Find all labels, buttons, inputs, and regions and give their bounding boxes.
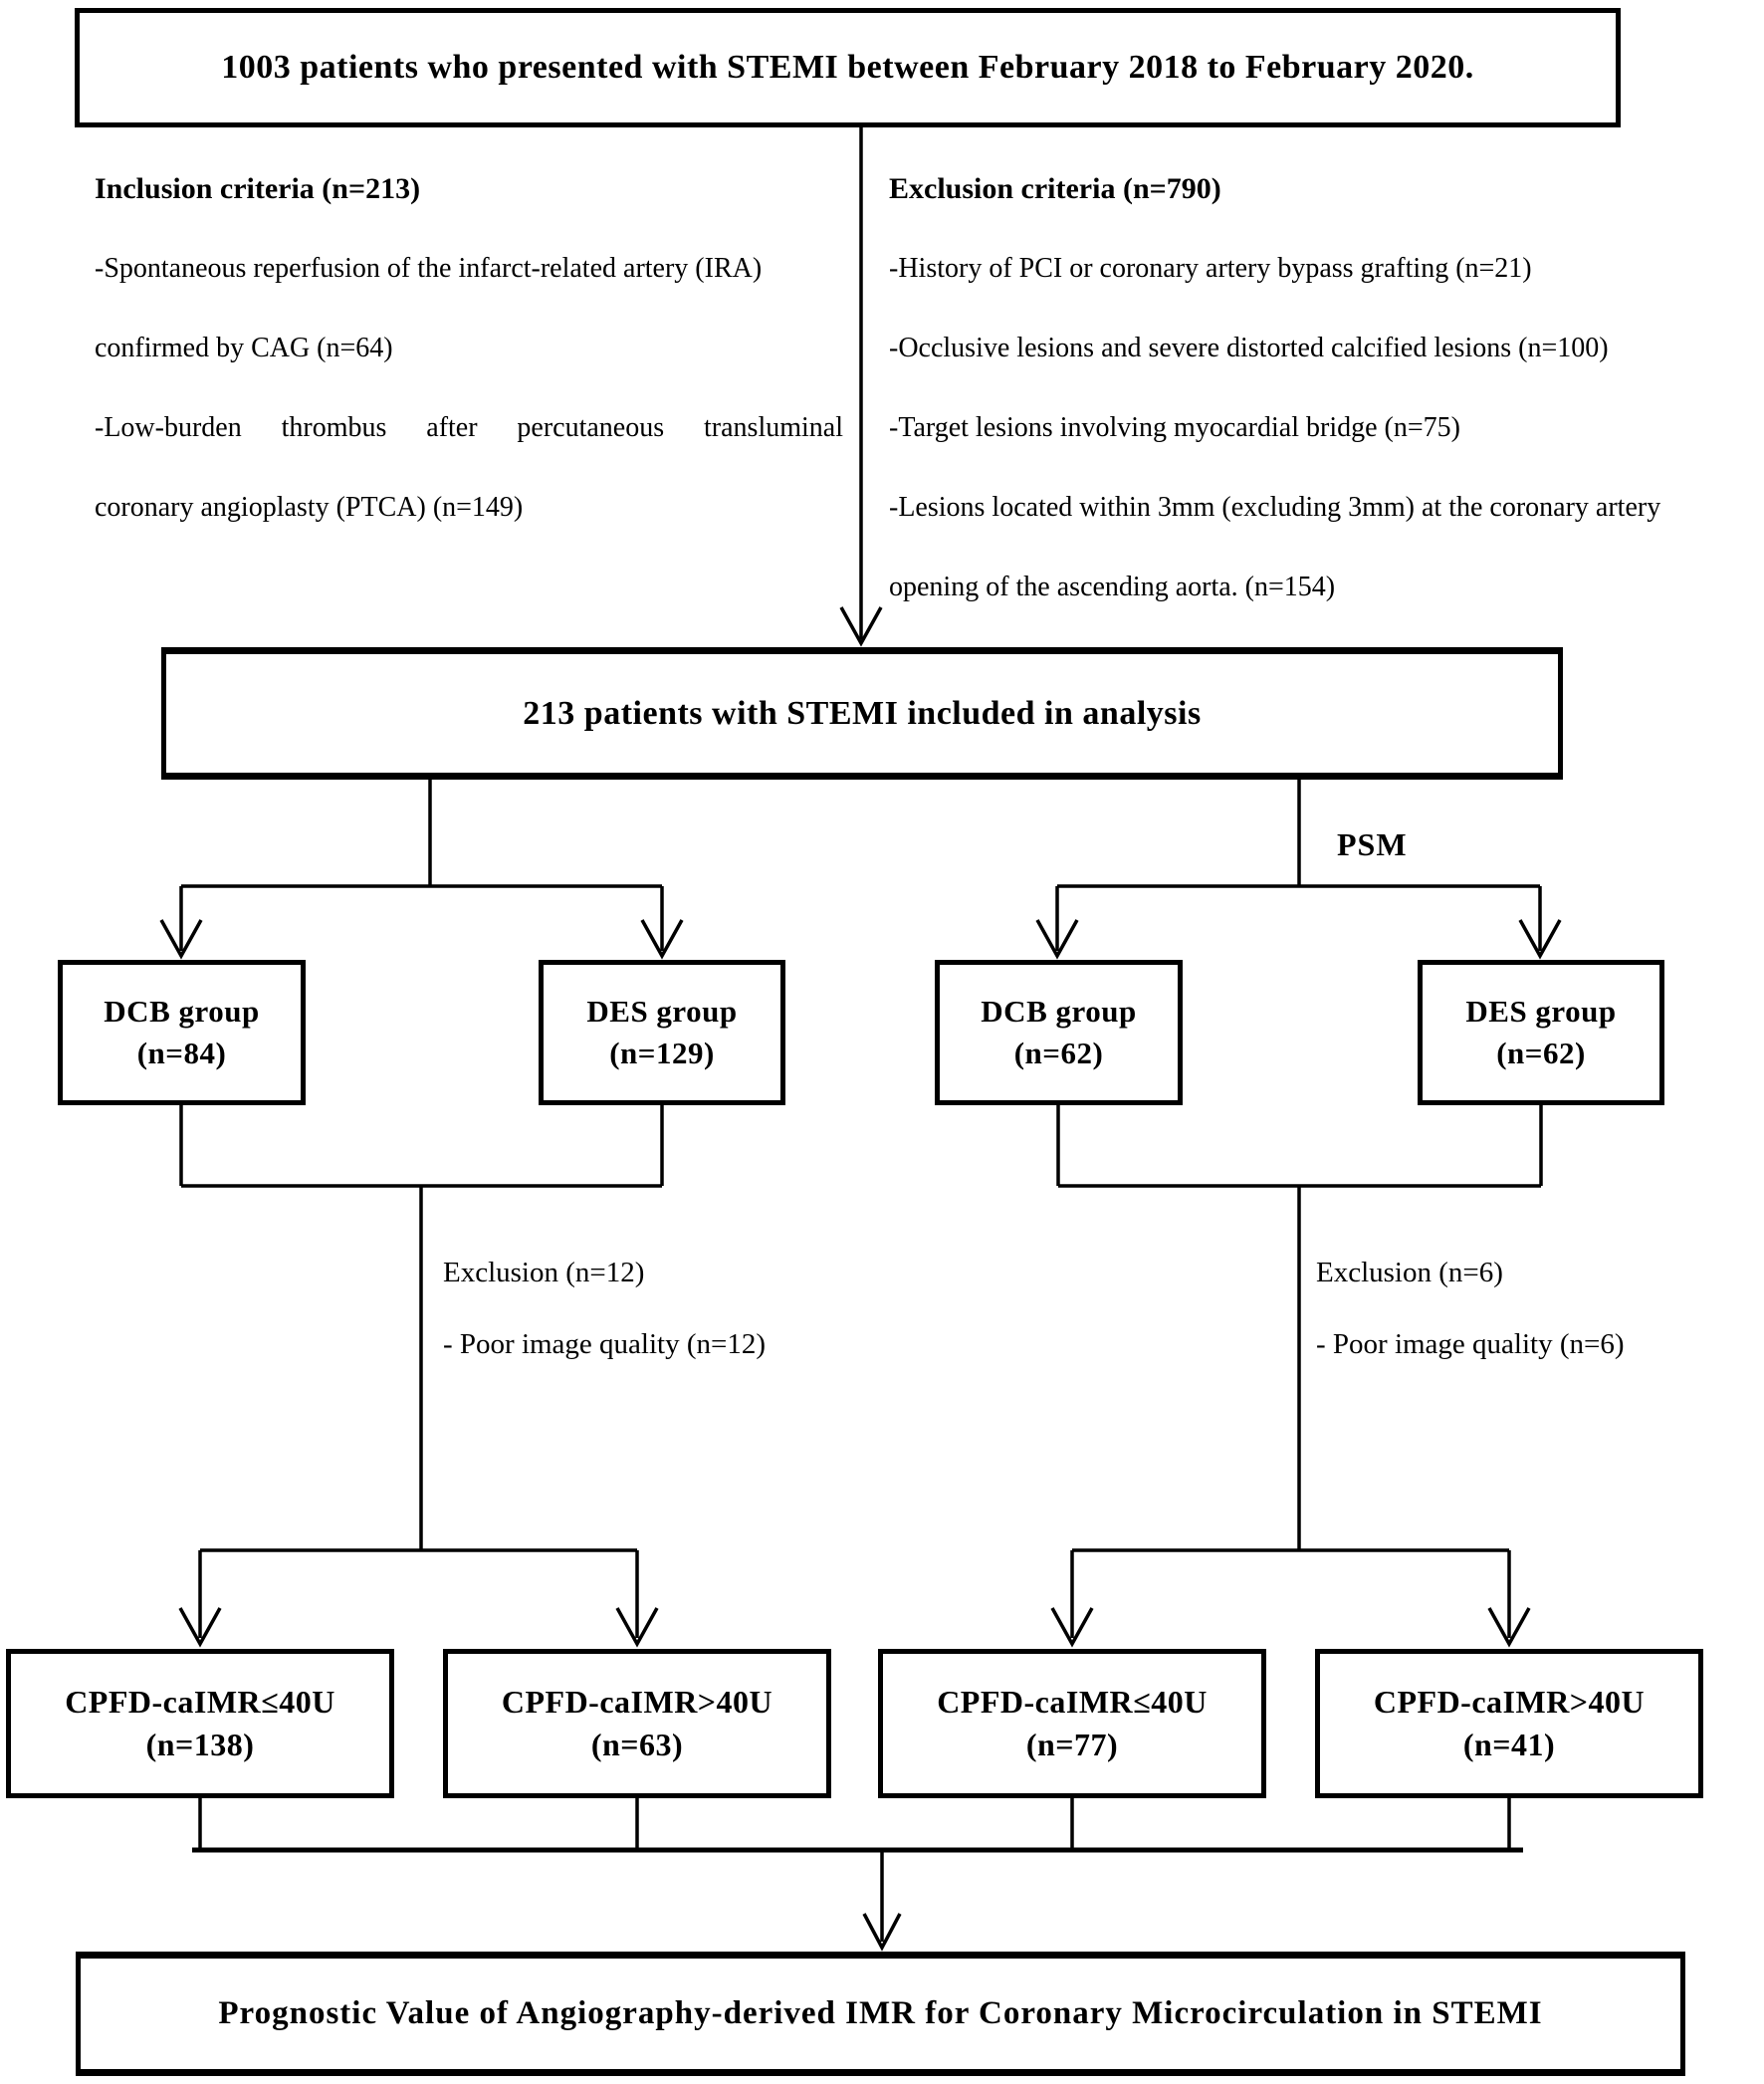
arrow-down-icon bbox=[862, 1913, 902, 1952]
connector-left-imr-split bbox=[198, 1548, 639, 1638]
outcome-text: Prognostic Value of Angiography-derived … bbox=[218, 1995, 1543, 2032]
des-group-box-psm-cohort: DES group (n=62) bbox=[1418, 960, 1664, 1105]
dcb-group-box-psm-cohort: DCB group (n=62) bbox=[935, 960, 1183, 1105]
arrow-down-icon bbox=[839, 606, 883, 647]
imr-box-count: (n=138) bbox=[145, 1727, 255, 1762]
inclusion-criteria-block: Inclusion criteria (n=213) -Spontaneous … bbox=[95, 149, 843, 548]
top-population-text: 1003 patients who presented with STEMI b… bbox=[221, 49, 1474, 87]
inclusion-criteria-line: -Spontaneous reperfusion of the infarct-… bbox=[95, 253, 763, 284]
exclusion-note-heading: Exclusion (n=6) bbox=[1316, 1257, 1503, 1288]
group-box-count: (n=129) bbox=[609, 1036, 715, 1070]
arrow-down-icon bbox=[640, 919, 684, 960]
imr-box-title: CPFD-caIMR≤40U bbox=[65, 1683, 335, 1720]
exclusion-criteria-line: -Lesions located within 3mm (excluding 3… bbox=[889, 492, 1661, 523]
connector-collector bbox=[198, 1788, 1511, 1850]
inclusion-criteria-line: -Low-burden thrombus after percutaneous … bbox=[95, 412, 843, 443]
exclusion-note-reason: - Poor image quality (n=6) bbox=[1316, 1328, 1625, 1360]
arrow-down-icon bbox=[1487, 1607, 1531, 1648]
analysis-population-text: 213 patients with STEMI included in anal… bbox=[523, 694, 1202, 732]
exclusion-criteria-heading: Exclusion criteria (n=790) bbox=[889, 172, 1221, 205]
inclusion-criteria-heading: Inclusion criteria (n=213) bbox=[95, 172, 421, 205]
connector-left-merge bbox=[179, 1105, 664, 1550]
psm-label: PSM bbox=[1337, 826, 1408, 862]
group-box-count: (n=84) bbox=[136, 1036, 227, 1070]
des-group-box-full-cohort: DES group (n=129) bbox=[539, 960, 785, 1105]
imr-box-count: (n=77) bbox=[1025, 1727, 1119, 1762]
inclusion-criteria-line: confirmed by CAG (n=64) bbox=[95, 333, 393, 363]
connector-left-branch bbox=[179, 778, 664, 951]
group-box-count: (n=62) bbox=[1496, 1036, 1586, 1070]
analysis-population-box: 213 patients with STEMI included in anal… bbox=[161, 647, 1563, 780]
arrow-down-icon bbox=[1035, 919, 1079, 960]
exclusion-note-psm-cohort: Exclusion (n=6) - Poor image quality (n=… bbox=[1316, 1237, 1744, 1380]
arrow-down-icon bbox=[1050, 1607, 1094, 1648]
exclusion-criteria-line: -Target lesions involving myocardial bri… bbox=[889, 412, 1460, 443]
arrow-down-icon bbox=[1518, 919, 1562, 960]
caimr-low-box-psm-cohort: CPFD-caIMR≤40U (n=77) bbox=[878, 1649, 1266, 1798]
caimr-high-box-psm-cohort: CPFD-caIMR>40U (n=41) bbox=[1315, 1649, 1703, 1798]
group-box-title: DCB group bbox=[981, 994, 1137, 1030]
caimr-low-box-full-cohort: CPFD-caIMR≤40U (n=138) bbox=[6, 1649, 394, 1798]
exclusion-criteria-line: -Occlusive lesions and severe distorted … bbox=[889, 333, 1609, 363]
dcb-group-box-full-cohort: DCB group (n=84) bbox=[58, 960, 306, 1105]
connector-psm-branch bbox=[1055, 778, 1542, 951]
connector-right-imr-split bbox=[1070, 1548, 1511, 1638]
imr-box-title: CPFD-caIMR>40U bbox=[1373, 1683, 1646, 1720]
group-box-title: DES group bbox=[1465, 994, 1617, 1030]
connector-right-merge bbox=[1056, 1105, 1543, 1550]
group-box-title: DCB group bbox=[104, 994, 260, 1030]
inclusion-criteria-line: coronary angioplasty (PTCA) (n=149) bbox=[95, 492, 524, 523]
imr-box-title: CPFD-caIMR≤40U bbox=[937, 1683, 1208, 1720]
group-box-count: (n=62) bbox=[1013, 1036, 1104, 1070]
top-population-box: 1003 patients who presented with STEMI b… bbox=[75, 8, 1621, 127]
arrow-down-icon bbox=[159, 919, 203, 960]
imr-box-count: (n=63) bbox=[590, 1727, 684, 1762]
exclusion-criteria-line: opening of the ascending aorta. (n=154) bbox=[889, 572, 1336, 602]
exclusion-note-reason: - Poor image quality (n=12) bbox=[443, 1328, 767, 1360]
exclusion-note-full-cohort: Exclusion (n=12) - Poor image quality (n… bbox=[443, 1237, 871, 1380]
group-box-title: DES group bbox=[586, 994, 738, 1030]
imr-box-count: (n=41) bbox=[1462, 1727, 1556, 1762]
outcome-box: Prognostic Value of Angiography-derived … bbox=[76, 1952, 1685, 2076]
arrow-down-icon bbox=[615, 1607, 659, 1648]
exclusion-criteria-line: -History of PCI or coronary artery bypas… bbox=[889, 253, 1532, 284]
arrow-down-icon bbox=[178, 1607, 222, 1648]
caimr-high-box-full-cohort: CPFD-caIMR>40U (n=63) bbox=[443, 1649, 831, 1798]
imr-box-title: CPFD-caIMR>40U bbox=[501, 1683, 773, 1720]
exclusion-note-heading: Exclusion (n=12) bbox=[443, 1257, 645, 1288]
exclusion-criteria-block: Exclusion criteria (n=790) -History of P… bbox=[889, 149, 1730, 627]
